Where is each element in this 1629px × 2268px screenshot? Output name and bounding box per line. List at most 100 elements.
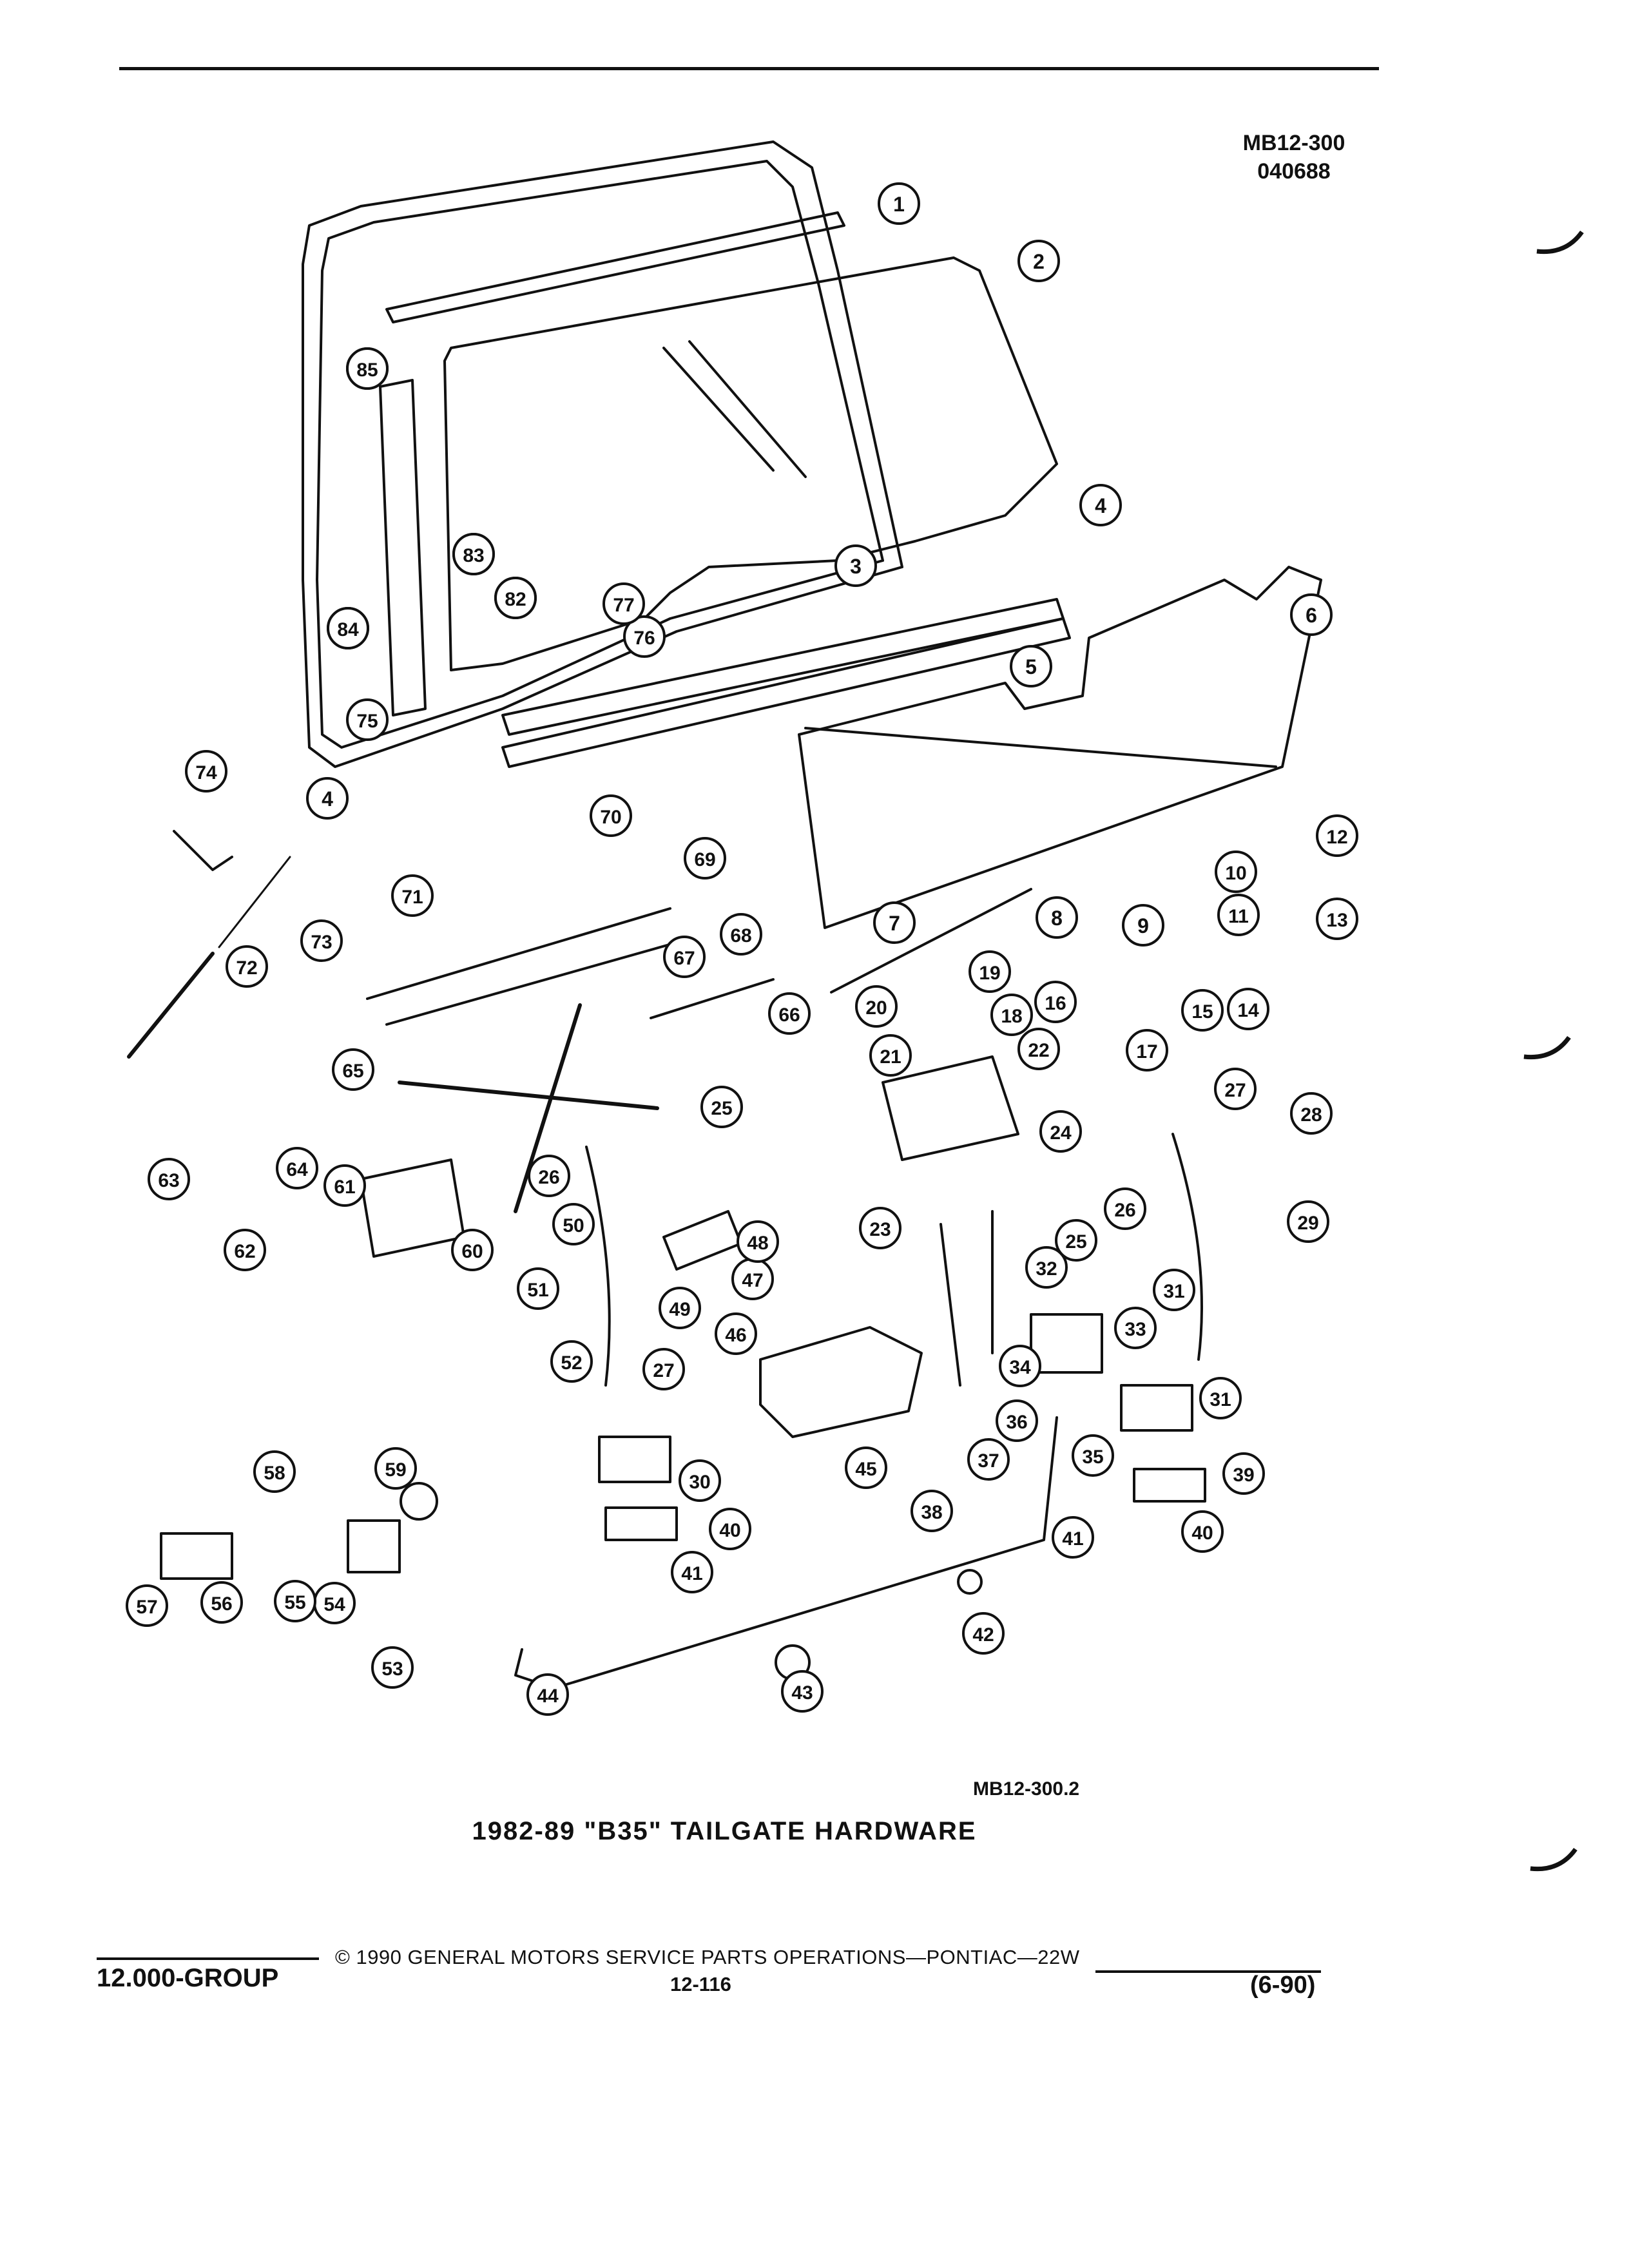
group-label: 12.000-GROUP — [97, 1964, 279, 1992]
callout-circle — [845, 1446, 887, 1489]
callout-27: 27 — [1214, 1068, 1257, 1110]
callout-7: 7 — [873, 901, 916, 944]
callout-circle — [1316, 814, 1358, 857]
callout-number: 60 — [461, 1241, 483, 1262]
figure-title: 1982-89 "B35" TAILGATE HARDWARE — [0, 1817, 1629, 1846]
callout-circle — [1072, 1434, 1114, 1477]
callout-number: 46 — [725, 1325, 746, 1346]
callout-number: 62 — [234, 1241, 255, 1262]
callout-number: 49 — [669, 1299, 690, 1320]
callout-circle — [663, 936, 706, 978]
side-channel — [379, 379, 427, 716]
callout-number: 47 — [742, 1270, 763, 1291]
callout-circle — [185, 750, 227, 793]
callout-circle — [1036, 896, 1078, 939]
callout-number: 74 — [195, 762, 217, 783]
callout-circle — [274, 1580, 316, 1622]
callout-number: 70 — [600, 807, 621, 828]
callout-circle — [642, 1348, 685, 1390]
callout-19: 19 — [969, 950, 1011, 993]
callout-number: 28 — [1300, 1104, 1322, 1126]
callout-circle — [1017, 1028, 1060, 1070]
callout-number: 31 — [1163, 1281, 1184, 1302]
callout-22: 22 — [1017, 1028, 1060, 1070]
callout-number: 48 — [747, 1233, 768, 1254]
callout-35: 35 — [1072, 1434, 1114, 1477]
callout-43: 43 — [781, 1670, 824, 1713]
callout-number: 69 — [694, 849, 715, 870]
callout-number: 15 — [1191, 1001, 1213, 1023]
callout-59: 59 — [374, 1447, 417, 1490]
callout-44: 44 — [526, 1673, 569, 1716]
callout-9: 9 — [1122, 904, 1164, 947]
callout-25: 25 — [700, 1086, 743, 1128]
callout-number: 3 — [850, 555, 862, 578]
callout-circle — [859, 1207, 901, 1249]
callout-41: 41 — [671, 1551, 713, 1593]
callout-number: 24 — [1050, 1122, 1072, 1144]
tailgate-glass — [443, 256, 1058, 671]
callout-circle — [371, 1646, 414, 1689]
callout-circle — [1114, 1307, 1157, 1349]
callout-38: 38 — [911, 1490, 953, 1532]
callout-number: 72 — [236, 957, 257, 979]
callout-circle — [768, 992, 811, 1035]
callout-29: 29 — [1287, 1200, 1329, 1243]
callout-circle — [1215, 850, 1257, 893]
callout-circle — [391, 874, 434, 917]
callout-52: 52 — [550, 1340, 593, 1383]
callout-circle — [671, 1551, 713, 1593]
callout-34: 34 — [999, 1345, 1041, 1387]
callout-28: 28 — [1290, 1092, 1333, 1135]
callout-85: 85 — [346, 347, 389, 390]
callout-11: 11 — [1217, 894, 1260, 936]
callout-circle — [1217, 894, 1260, 936]
callout-circle — [332, 1048, 374, 1091]
callout-circle — [374, 1447, 417, 1490]
callout-number: 45 — [855, 1459, 876, 1480]
callout-73: 73 — [300, 919, 343, 962]
callout-circle — [990, 994, 1033, 1036]
callout-number: 57 — [136, 1597, 157, 1618]
callout-circle — [834, 544, 877, 587]
callout-circle — [1227, 988, 1269, 1030]
callout-42: 42 — [962, 1612, 1005, 1655]
callout-76: 76 — [623, 615, 666, 658]
page-number: 12-116 — [670, 1973, 731, 1995]
callout-circle — [552, 1203, 595, 1245]
revision-date: (6-90) — [1250, 1972, 1316, 1999]
callout-40: 40 — [709, 1508, 751, 1550]
callout-circle — [911, 1490, 953, 1532]
callout-circle — [1034, 981, 1077, 1023]
callout-27: 27 — [642, 1348, 685, 1390]
callout-circle — [999, 1345, 1041, 1387]
tailgate-frame — [302, 140, 903, 768]
callout-25: 25 — [1055, 1219, 1097, 1262]
callout-66: 66 — [768, 992, 811, 1035]
callout-75: 75 — [346, 698, 389, 741]
callout-33: 33 — [1114, 1307, 1157, 1349]
callout-circle — [602, 582, 645, 625]
callout-number: 31 — [1210, 1389, 1231, 1410]
callout-circle — [526, 1673, 569, 1716]
callout-circle — [781, 1670, 824, 1713]
callout-number: 29 — [1297, 1213, 1318, 1234]
callout-45: 45 — [845, 1446, 887, 1489]
callout-21: 21 — [869, 1034, 912, 1077]
lower-channel — [501, 598, 1065, 736]
trim-panel — [798, 566, 1322, 929]
callout-number: 66 — [778, 1004, 800, 1026]
callout-55: 55 — [274, 1580, 316, 1622]
top-rule — [119, 67, 1379, 70]
callout-number: 27 — [653, 1360, 674, 1381]
callout-circle — [306, 777, 349, 820]
callout-49: 49 — [659, 1287, 701, 1329]
callout-number: 36 — [1006, 1412, 1027, 1433]
callout-13: 13 — [1316, 898, 1358, 940]
callout-number: 21 — [880, 1046, 901, 1068]
window-motor — [360, 1158, 465, 1258]
callout-number: 37 — [978, 1450, 999, 1472]
callout-77: 77 — [602, 582, 645, 625]
callout-circle — [517, 1267, 559, 1310]
